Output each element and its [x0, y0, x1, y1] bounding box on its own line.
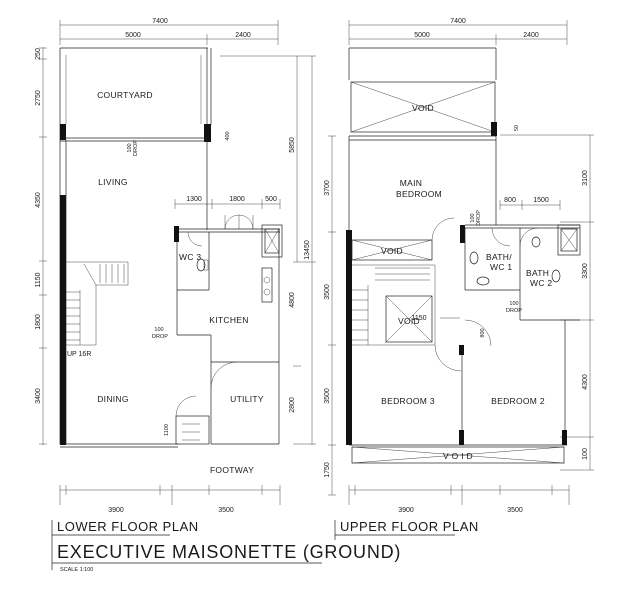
dim-left-5: 1800: [35, 314, 42, 330]
upper-dim-1500: 1500: [533, 197, 549, 204]
upper-dim-50: 50: [514, 125, 520, 131]
upper-dim-800: 800: [504, 197, 516, 204]
lower-floor-plan: 7400 5000 2400 250 2750 4350 1150 1800 3…: [35, 18, 316, 514]
drop-label-1: 100: [127, 143, 133, 152]
titles: LOWER FLOOR PLAN UPPER FLOOR PLAN EXECUT…: [51, 519, 479, 573]
dim-bottom-b: 3500: [218, 507, 234, 514]
lower-plan-title: LOWER FLOOR PLAN: [57, 519, 199, 534]
dim-left-4: 1150: [35, 272, 42, 287]
upper-dim-left-2: 3500: [324, 284, 331, 300]
upper-floor-plan: 7400 5000 2400 VOID 50 3700 3500 3500 17…: [324, 18, 594, 514]
dim-1100: 1100: [164, 424, 170, 436]
dim-right-3: 4800: [289, 292, 296, 308]
upper-drop-2b: DROP: [506, 308, 522, 314]
upper-dim-top-b: 2400: [523, 32, 539, 39]
upper-dim-top-total: 7400: [450, 18, 466, 25]
room-bedroom2: BEDROOM 2: [491, 396, 545, 406]
dim-top-b: 2400: [235, 32, 251, 39]
upper-dim-left-3: 3500: [324, 388, 331, 404]
stair-up-label: UP 16R: [67, 351, 91, 358]
dim-right-2: 13450: [304, 240, 311, 260]
upper-dim-right-4: 100: [582, 448, 589, 460]
upper-dim-right-1: 3100: [582, 170, 589, 186]
room-courtyard: COURTYARD: [97, 90, 153, 100]
room-utility: UTILITY: [230, 394, 264, 404]
dim-1800: 1800: [229, 196, 245, 203]
dim-left-2: 2750: [35, 90, 42, 106]
dim-left-1: 250: [35, 48, 42, 60]
drop-label-2b: DROP: [152, 334, 168, 340]
room-void-mid: VOID: [381, 246, 403, 256]
dim-left-3: 4350: [35, 192, 42, 208]
upper-dim-right-3: 4300: [582, 374, 589, 390]
room-wc3: WC 3: [179, 252, 201, 262]
room-bath2-a: BATH: [526, 268, 549, 278]
dim-left-6: 3400: [35, 388, 42, 404]
upper-dim-800b: 800: [480, 328, 486, 337]
drop-label-1b: DROP: [133, 140, 139, 156]
room-main-bedroom-2: BEDROOM: [396, 189, 442, 199]
upper-dim-1150: 1150: [411, 315, 426, 322]
dim-top-a: 5000: [125, 32, 141, 39]
room-living: LIVING: [98, 177, 128, 187]
upper-dim-left-1: 3700: [324, 180, 331, 196]
room-bedroom3: BEDROOM 3: [381, 396, 435, 406]
upper-dim-bottom-a: 3900: [398, 507, 414, 514]
room-void-stair: VOID: [398, 316, 420, 326]
room-kitchen: KITCHEN: [209, 315, 248, 325]
upper-plan-title: UPPER FLOOR PLAN: [340, 519, 479, 534]
room-void-bottom: V O I D: [443, 451, 473, 461]
dim-1300: 1300: [186, 196, 202, 203]
upper-drop-2: 100: [509, 301, 518, 307]
main-title: EXECUTIVE MAISONETTE (GROUND): [57, 542, 401, 562]
room-bath1-a: BATH/: [486, 252, 512, 262]
upper-dim-bottom-b: 3500: [507, 507, 523, 514]
dim-right-1: 5850: [289, 137, 296, 153]
dim-500: 500: [265, 196, 277, 203]
room-bath1-b: WC 1: [490, 262, 512, 272]
room-footway: FOOTWAY: [210, 465, 254, 475]
upper-drop-1: 100: [470, 213, 476, 222]
room-void-top: VOID: [412, 103, 434, 113]
dim-top-total: 7400: [152, 18, 168, 25]
dim-400: 400: [225, 131, 231, 140]
scale-label: SCALE 1:100: [60, 567, 93, 573]
upper-dim-left-4: 1750: [324, 462, 331, 478]
upper-dim-right-2: 3300: [582, 263, 589, 279]
room-dining: DINING: [97, 394, 129, 404]
dim-bottom-a: 3900: [108, 507, 124, 514]
dim-right-4: 2800: [289, 397, 296, 413]
room-bath2-b: WC 2: [530, 278, 552, 288]
room-main-bedroom-1: MAIN: [400, 178, 422, 188]
upper-drop-1b: DROP: [476, 210, 482, 226]
drop-label-2: 100: [154, 327, 163, 333]
upper-dim-top-a: 5000: [414, 32, 430, 39]
